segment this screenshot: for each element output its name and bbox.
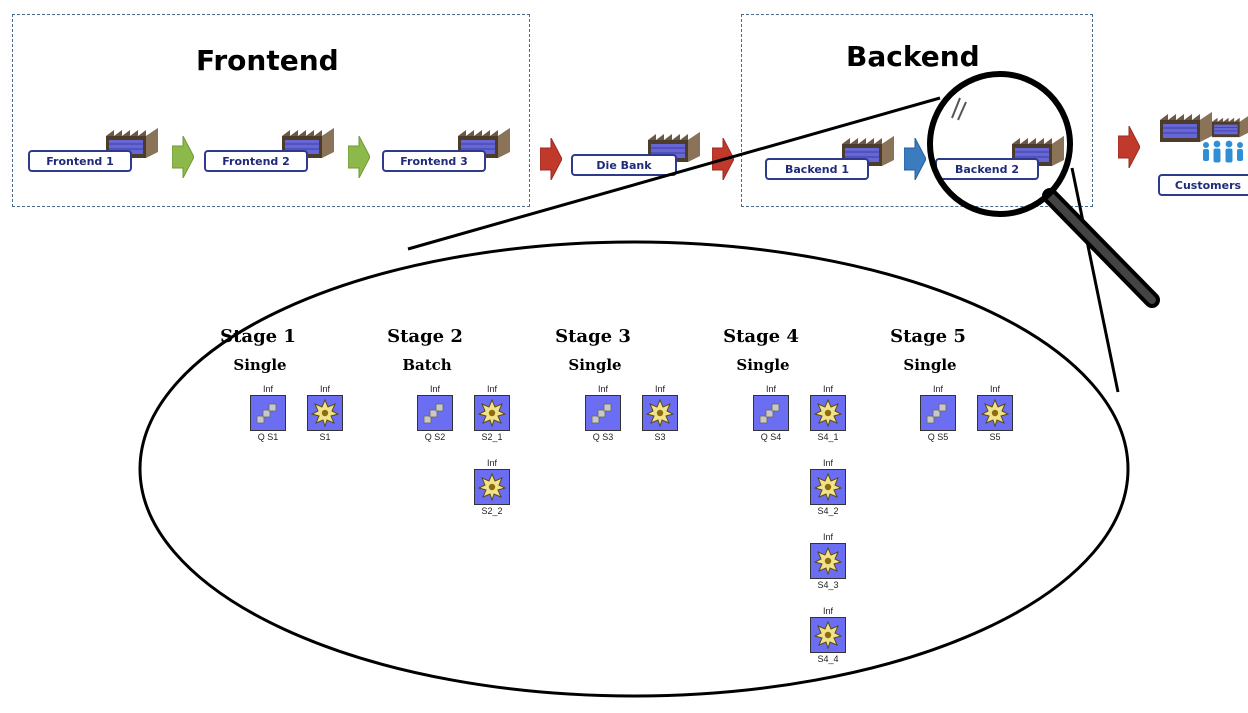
server-gear-icon bbox=[810, 543, 846, 579]
queue-block[interactable]: Inf Q S2 bbox=[415, 384, 455, 443]
stage-title: Stage 3 bbox=[555, 326, 631, 347]
flow-arrow-red bbox=[540, 138, 562, 180]
stage-mode: Single bbox=[736, 356, 790, 374]
factory-icon bbox=[1212, 108, 1248, 144]
server-gear-icon bbox=[810, 395, 846, 431]
flow-arrow-green bbox=[172, 136, 194, 178]
capacity-label: Inf bbox=[822, 384, 833, 394]
server-gear-icon bbox=[810, 469, 846, 505]
queue-block[interactable]: Inf Q S1 bbox=[248, 384, 288, 443]
stage-mode: Batch bbox=[402, 356, 452, 374]
server-gear-icon bbox=[810, 617, 846, 653]
queue-icon bbox=[417, 395, 453, 431]
block-name: S1 bbox=[319, 432, 331, 442]
backend-title: Backend bbox=[846, 40, 980, 73]
stage-title: Stage 5 bbox=[890, 326, 966, 347]
block-name: S4_1 bbox=[817, 432, 839, 442]
block-name: S4_2 bbox=[817, 506, 839, 516]
block-name: S2_2 bbox=[481, 506, 503, 516]
block-name: Q S2 bbox=[424, 432, 446, 442]
queue-block[interactable]: Inf Q S5 bbox=[918, 384, 958, 443]
server-gear-icon bbox=[977, 395, 1013, 431]
server-gear-icon bbox=[307, 395, 343, 431]
customers-label[interactable]: Customers bbox=[1158, 174, 1248, 196]
queue-block[interactable]: Inf Q S3 bbox=[583, 384, 623, 443]
capacity-label: Inf bbox=[765, 384, 776, 394]
capacity-label: Inf bbox=[486, 458, 497, 468]
zoom-ellipse bbox=[138, 240, 1130, 698]
frontend-group bbox=[12, 14, 530, 207]
server-gear-icon bbox=[474, 395, 510, 431]
frontend-title: Frontend bbox=[196, 44, 339, 77]
queue-icon bbox=[585, 395, 621, 431]
block-name: Q S5 bbox=[927, 432, 949, 442]
capacity-label: Inf bbox=[822, 606, 833, 616]
capacity-label: Inf bbox=[429, 384, 440, 394]
capacity-label: Inf bbox=[932, 384, 943, 394]
capacity-label: Inf bbox=[486, 384, 497, 394]
factory-icon bbox=[1160, 108, 1212, 144]
server-gear-icon bbox=[474, 469, 510, 505]
capacity-label: Inf bbox=[597, 384, 608, 394]
queue-block[interactable]: Inf Q S4 bbox=[751, 384, 791, 443]
stage-title: Stage 1 bbox=[220, 326, 296, 347]
block-name: S2_1 bbox=[481, 432, 503, 442]
block-name: S4_3 bbox=[817, 580, 839, 590]
block-name: Q S4 bbox=[760, 432, 782, 442]
flow-arrow-red bbox=[712, 138, 734, 180]
backend-1-label[interactable]: Backend 1 bbox=[765, 158, 869, 180]
capacity-label: Inf bbox=[822, 458, 833, 468]
frontend-3-label[interactable]: Frontend 3 bbox=[382, 150, 486, 172]
flow-arrow-red bbox=[1118, 126, 1140, 168]
block-name: Q S3 bbox=[592, 432, 614, 442]
capacity-label: Inf bbox=[822, 532, 833, 542]
stage-mode: Single bbox=[568, 356, 622, 374]
customers-people-icon bbox=[1203, 140, 1243, 163]
queue-icon bbox=[250, 395, 286, 431]
flow-arrow-blue bbox=[904, 138, 926, 180]
block-name: Q S1 bbox=[257, 432, 279, 442]
queue-icon bbox=[920, 395, 956, 431]
die-bank-label[interactable]: Die Bank bbox=[571, 154, 677, 176]
frontend-2-label[interactable]: Frontend 2 bbox=[204, 150, 308, 172]
stage-title: Stage 2 bbox=[387, 326, 463, 347]
flow-arrow-green bbox=[348, 136, 370, 178]
block-name: S3 bbox=[654, 432, 666, 442]
stage-mode: Single bbox=[903, 356, 957, 374]
capacity-label: Inf bbox=[654, 384, 665, 394]
server-gear-icon bbox=[642, 395, 678, 431]
queue-icon bbox=[753, 395, 789, 431]
capacity-label: Inf bbox=[989, 384, 1000, 394]
stage-mode: Single bbox=[233, 356, 287, 374]
capacity-label: Inf bbox=[262, 384, 273, 394]
block-name: S5 bbox=[989, 432, 1001, 442]
capacity-label: Inf bbox=[319, 384, 330, 394]
stage-title: Stage 4 bbox=[723, 326, 799, 347]
block-name: S4_4 bbox=[817, 654, 839, 664]
frontend-1-label[interactable]: Frontend 1 bbox=[28, 150, 132, 172]
backend-2-label[interactable]: Backend 2 bbox=[935, 158, 1039, 180]
